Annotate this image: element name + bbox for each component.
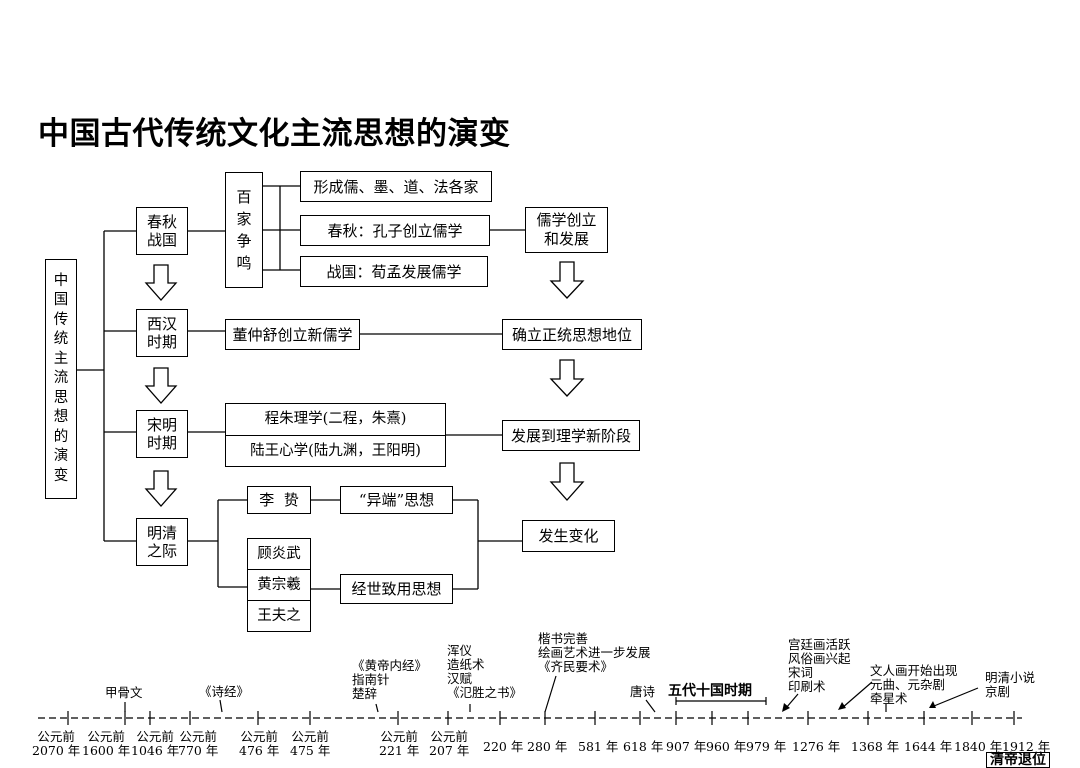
- timeline-label-mingqing: 明清小说 京剧: [985, 670, 1036, 699]
- timeline-label-kaishu: 楷书完善 绘画艺术进一步发展 《齐民要术》: [538, 631, 651, 674]
- timeline-date: 220 年: [483, 739, 524, 754]
- heterodox-thought-box: “异端”思想: [340, 486, 453, 514]
- timeline-date: 公元前 770 年: [178, 729, 219, 758]
- baijia-zhengming-box: 百家争鸣: [225, 172, 263, 288]
- timeline-date: 581 年: [578, 739, 619, 754]
- huang-zongxi-item: 黄宗羲: [248, 569, 310, 600]
- timeline-label-jiaguwen: 甲骨文: [105, 685, 143, 700]
- timeline-date: 280 年: [527, 739, 568, 754]
- timeline-label-yuan: 文人画开始出现 元曲、元杂剧 牵星术: [870, 663, 958, 706]
- timeline-date: 公元前 221 年: [379, 729, 420, 758]
- change-box: 发生变化: [522, 520, 615, 552]
- three-scholars-box: 顾炎武 黄宗羲 王夫之: [247, 538, 311, 632]
- neo-confucian-stage-box: 发展到理学新阶段: [502, 420, 640, 451]
- dongzhongshu-box: 董仲舒创立新儒学: [225, 319, 360, 350]
- period-western-han: 西汉 时期: [136, 309, 188, 357]
- timeline-date: 1276 年: [792, 739, 841, 754]
- timeline-date: 907 年: [666, 739, 707, 754]
- period-song-ming: 宋明 时期: [136, 410, 188, 458]
- orthodox-status-box: 确立正统思想地位: [502, 319, 642, 350]
- timeline-date: 1912 年: [1002, 739, 1051, 754]
- timeline-label-tangshi: 唐诗: [630, 684, 656, 699]
- gu-yanwu-item: 顾炎武: [257, 546, 301, 562]
- confucius-box: 春秋：孔子创立儒学: [300, 215, 490, 246]
- xunmeng-box: 战国：荀孟发展儒学: [300, 256, 488, 287]
- timeline-date: 公元前 475 年: [290, 729, 331, 758]
- schools-form-box: 形成儒、墨、道、法各家: [300, 171, 492, 202]
- lizhi-box: 李 贽: [247, 486, 311, 514]
- timeline-label-song: 宫廷画活跃 风俗画兴起 宋词 印刷术: [788, 637, 851, 694]
- timeline-date: 979 年: [746, 739, 787, 754]
- timeline-label-shijing: 《诗经》: [199, 684, 250, 699]
- root-box: 中国传 统主流 思想的 演变: [45, 259, 77, 499]
- confucianism-founding-box: 儒学创立 和发展: [525, 207, 608, 253]
- timeline-cutoff-label: 清帝退位: [986, 752, 1050, 768]
- timeline-date: 618 年: [623, 739, 664, 754]
- chengzhu-item: 程朱理学(二程，朱熹): [264, 411, 407, 428]
- practical-thought-box: 经世致用思想: [340, 574, 453, 604]
- wang-fuzhi-item: 王夫之: [248, 600, 310, 631]
- period-spring-autumn: 春秋 战国: [136, 207, 188, 255]
- timeline-date: 公元前 2070 年: [32, 729, 81, 758]
- timeline-date: 公元前 1046 年: [131, 729, 180, 758]
- timeline-date: 1840 年: [954, 739, 1003, 754]
- timeline-date: 公元前 207 年: [429, 729, 470, 758]
- timeline-date: 1368 年: [851, 739, 900, 754]
- timeline-date: 公元前 476 年: [239, 729, 280, 758]
- timeline-label-wudai: 五代十国时期: [668, 683, 752, 699]
- timeline-date: 960 年: [706, 739, 747, 754]
- timeline-label-hunyi: 浑仪 造纸术 汉赋 《氾胜之书》: [447, 643, 523, 700]
- timeline-date: 1644 年: [904, 739, 953, 754]
- period-ming-qing: 明清 之际: [136, 518, 188, 566]
- timeline-label-huangdi: 《黄帝内经》 指南针 楚辞: [352, 658, 428, 701]
- page-title: 中国古代传统文化主流思想的演变: [38, 116, 511, 152]
- luwang-item: 陆王心学(陆九渊，王阳明): [226, 434, 445, 467]
- neo-confucian-schools-box: 程朱理学(二程，朱熹) 陆王心学(陆九渊，王阳明): [225, 403, 446, 467]
- timeline-date: 公元前 1600 年: [82, 729, 131, 758]
